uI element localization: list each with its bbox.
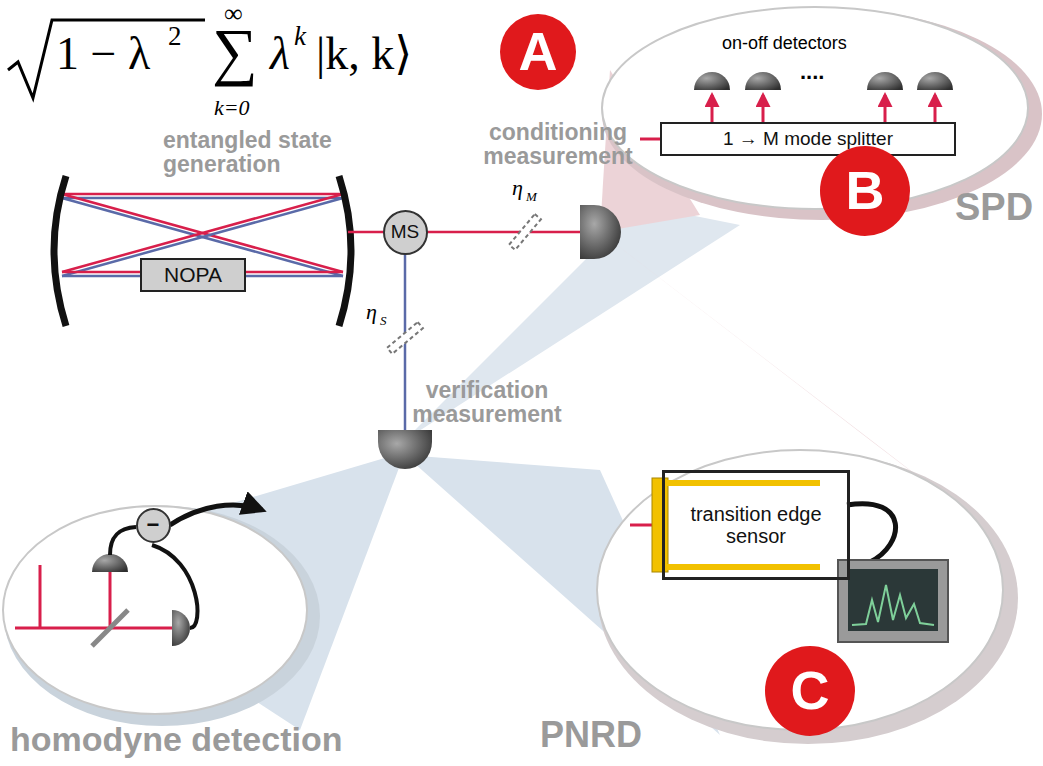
radical-sign	[8, 20, 205, 98]
homodyne-setup	[15, 505, 262, 646]
formula-term: 1 − λ	[56, 30, 150, 78]
loss-element	[509, 214, 541, 250]
section-label: SPD	[955, 188, 1033, 228]
cavity	[54, 176, 384, 326]
mode-splitter-box: 1 → M mode splitter	[660, 122, 956, 156]
formula-exponent: 2	[168, 22, 182, 50]
callout-circle: B	[820, 146, 910, 236]
sum-limit: k=0	[214, 96, 250, 119]
pnrd-bubble	[597, 450, 1003, 730]
section-label: entangled state generation	[163, 128, 363, 176]
homodyne-bubble	[3, 506, 307, 714]
sum-sign: ∑	[212, 18, 258, 85]
sensor-stripe	[664, 480, 820, 486]
formula-term: |k, k⟩	[316, 30, 412, 78]
subtraction-circle: −	[136, 508, 171, 543]
section-label: homodyne detection	[10, 722, 342, 758]
component-label: on-off detectors	[722, 34, 847, 53]
callout-circle: A	[500, 14, 576, 90]
spd-bubble	[602, 7, 1028, 209]
section-label: PNRD	[540, 716, 642, 754]
tes-box: transition edge sensor	[662, 470, 850, 580]
callout-circle: C	[765, 646, 855, 736]
tes-setup	[630, 478, 948, 642]
node-text: NOPA	[164, 263, 222, 286]
node-text: transition edge sensor	[669, 503, 843, 547]
efficiency-subscript: M	[526, 190, 537, 204]
loss-element	[387, 322, 423, 354]
node-text: C	[791, 661, 830, 720]
node-text: A	[519, 22, 558, 81]
node-text: −	[147, 513, 160, 537]
nopa-box: NOPA	[140, 258, 246, 292]
sensor-stripe	[664, 564, 820, 570]
efficiency-subscript: S	[380, 314, 387, 328]
section-label: conditioning measurement	[468, 120, 648, 168]
node-text: B	[846, 161, 885, 220]
section-label: verification measurement	[392, 378, 582, 426]
ellipsis: ....	[800, 60, 824, 83]
node-text: MS	[391, 222, 420, 243]
bubble-shadow	[4, 506, 320, 726]
formula-term: λ	[270, 30, 290, 78]
efficiency-symbol: η	[366, 300, 377, 323]
efficiency-symbol: η	[512, 176, 523, 199]
formula-exponent: k	[294, 22, 306, 50]
detector	[580, 205, 621, 259]
beam	[427, 231, 582, 234]
mode-splitter-circle: MS	[383, 210, 428, 255]
detector	[378, 430, 432, 469]
